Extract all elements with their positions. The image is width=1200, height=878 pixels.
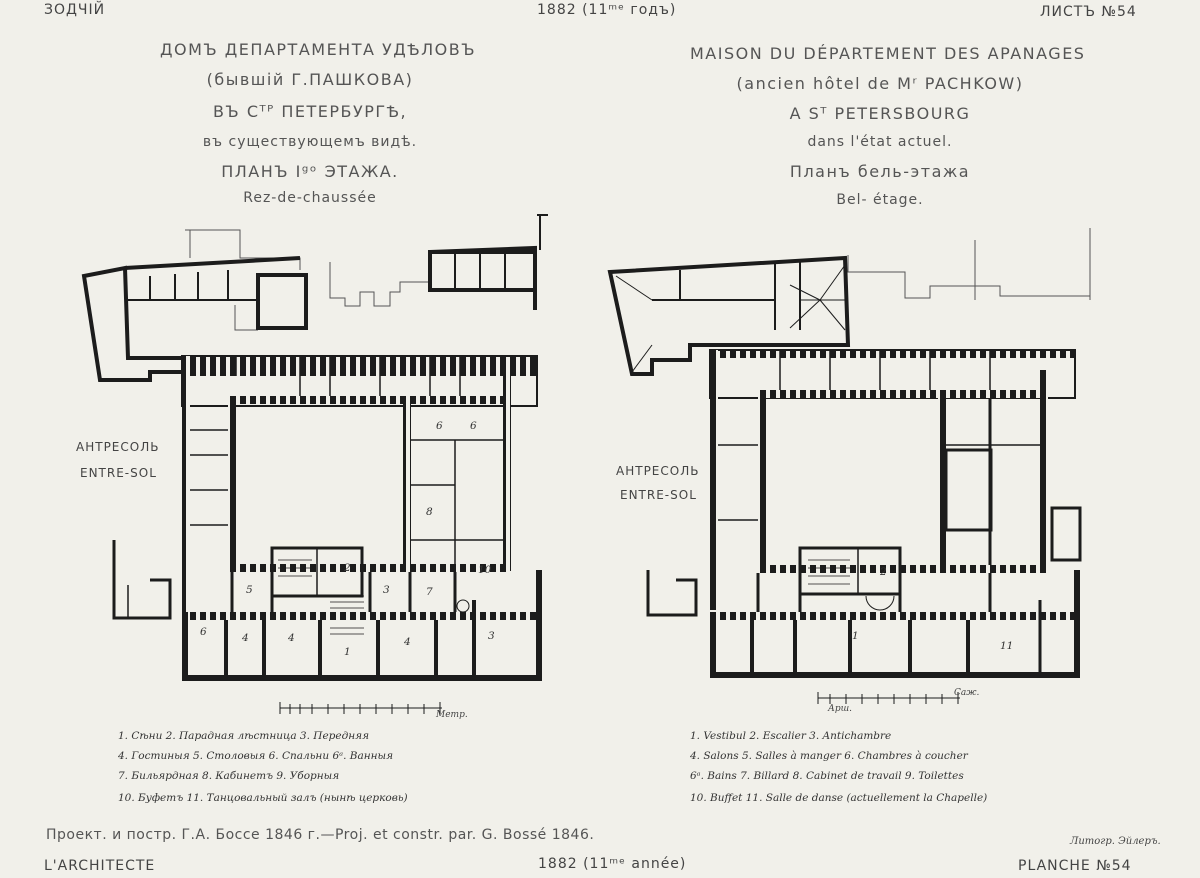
room-number: 3 <box>488 630 495 642</box>
room-number: 2 <box>344 562 351 574</box>
legend-ru-line: 4. Гостиныя 5. Столовыя 6. Спальни 6ᵃ. В… <box>118 750 394 762</box>
room-number: 6 <box>200 626 207 638</box>
room-number: 7 <box>426 586 433 598</box>
interior-rooms-right <box>718 350 1042 672</box>
room-number: 1 <box>344 646 351 658</box>
title-ru-4: въ существующемъ видѣ. <box>202 134 418 150</box>
room-number: 1 <box>852 630 859 642</box>
legend-ru-line: 7. Бильярдная 8. Кабинетъ 9. Уборныя <box>118 770 340 782</box>
main-block-right <box>709 349 1080 678</box>
entresol-label-fr-left: ENTRE-SOL <box>80 466 157 480</box>
title-fr-5: Планъ бель-этажа <box>789 162 971 181</box>
annex-right <box>646 506 1082 617</box>
room-number: 6 <box>470 420 477 432</box>
header-left: ЗОДЧІЙ <box>44 2 106 18</box>
legend-fr-line: 4. Salons 5. Salles à manger 6. Chambres… <box>690 750 968 762</box>
credit-architect: Проект. и постр. Г.А. Боссе 1846 г.—Proj… <box>46 827 595 843</box>
credit-lithographer: Литогр. Эйлеръ. <box>1070 836 1161 847</box>
title-fr-4: dans l'état actuel. <box>807 134 953 150</box>
footer-center: 1882 (11ᵐᵉ année) <box>538 856 687 872</box>
footer-right: PLANCHE №54 <box>1018 858 1132 874</box>
title-fr-1: MAISON DU DÉPARTEMENT DES APANAGES <box>690 44 1086 63</box>
scale-bar-right <box>817 692 960 704</box>
annex-left <box>112 540 172 620</box>
title-ru-3: ВЪ Сᵀᴾ ПЕТЕРБУРГѢ, <box>212 102 408 121</box>
scale-bar-left <box>279 702 442 714</box>
title-ru-2: (бывшій Г.ПАШКОВА) <box>206 70 414 89</box>
room-number: 8 <box>426 506 433 518</box>
room-number: 4 <box>242 632 249 644</box>
legend-ru-line: 10. Буфетъ 11. Танцовальный залъ (нынѣ ц… <box>118 792 408 804</box>
upper-wing-rooms-left <box>128 214 548 301</box>
title-ru-6: Rez-de-chaussée <box>243 190 377 206</box>
legend-fr-line: 6ᵃ. Bains 7. Billard 8. Cabinet de trava… <box>690 770 964 782</box>
roof-lines-right <box>615 264 846 373</box>
scale-label-right-end: Саж. <box>954 688 980 698</box>
neighbour-outline-left <box>185 229 431 331</box>
main-block-left <box>181 355 542 681</box>
header-center: 1882 (11ᵐᵉ годъ) <box>537 2 677 18</box>
room-number: 4 <box>404 636 411 648</box>
legend-fr-line: 1. Vestibul 2. Escalier 3. Antichambre <box>690 730 892 742</box>
room-number: 11 <box>1000 640 1014 652</box>
entresol-label-ru-right: АНТРЕСОЛЬ <box>616 464 700 478</box>
entresol-label-fr-right: ENTRE-SOL <box>620 488 697 502</box>
legend-ru-line: 1. Сѣни 2. Парадная лѣстница 3. Передняя <box>118 730 370 742</box>
room-number: 5 <box>246 584 253 596</box>
stair-hatching-right <box>808 559 850 585</box>
title-fr-3: A Sᵀ PETERSBOURG <box>789 104 971 123</box>
room-number: 4 <box>288 632 295 644</box>
title-ru-5: ПЛАНЪ Iᵍᵒ ЭТАЖА. <box>221 162 399 181</box>
plan-bel-etage <box>607 228 1091 678</box>
room-number: 6 <box>436 420 443 432</box>
header-right: ЛИСТЪ №54 <box>1040 4 1137 20</box>
legend-fr-line: 10. Buffet 11. Salle de danse (actuellem… <box>690 792 988 804</box>
stair-hatching-left <box>278 559 364 635</box>
title-ru-1: ДОМЪ ДЕПАРТАМЕНТА УДѢЛОВЪ <box>160 40 477 59</box>
entresol-label-ru-left: АНТРЕСОЛЬ <box>76 440 160 454</box>
title-fr-2: (ancien hôtel de Mʳ PACHKOW) <box>736 74 1024 93</box>
footer-left: L'ARCHITECTE <box>44 858 156 874</box>
interior-rooms-left <box>190 356 503 675</box>
room-number: 3 <box>383 584 390 596</box>
scale-label-left: Метр. <box>436 710 468 720</box>
room-number: 10 <box>478 564 492 576</box>
plan-ground-floor <box>81 214 548 681</box>
title-fr-6: Bel- étage. <box>836 192 924 208</box>
scale-label-right-unit: Арш. <box>828 704 852 714</box>
room-number: 2 <box>880 566 887 578</box>
neighbour-outline-right <box>847 228 1091 300</box>
upper-wing-left <box>81 245 537 382</box>
